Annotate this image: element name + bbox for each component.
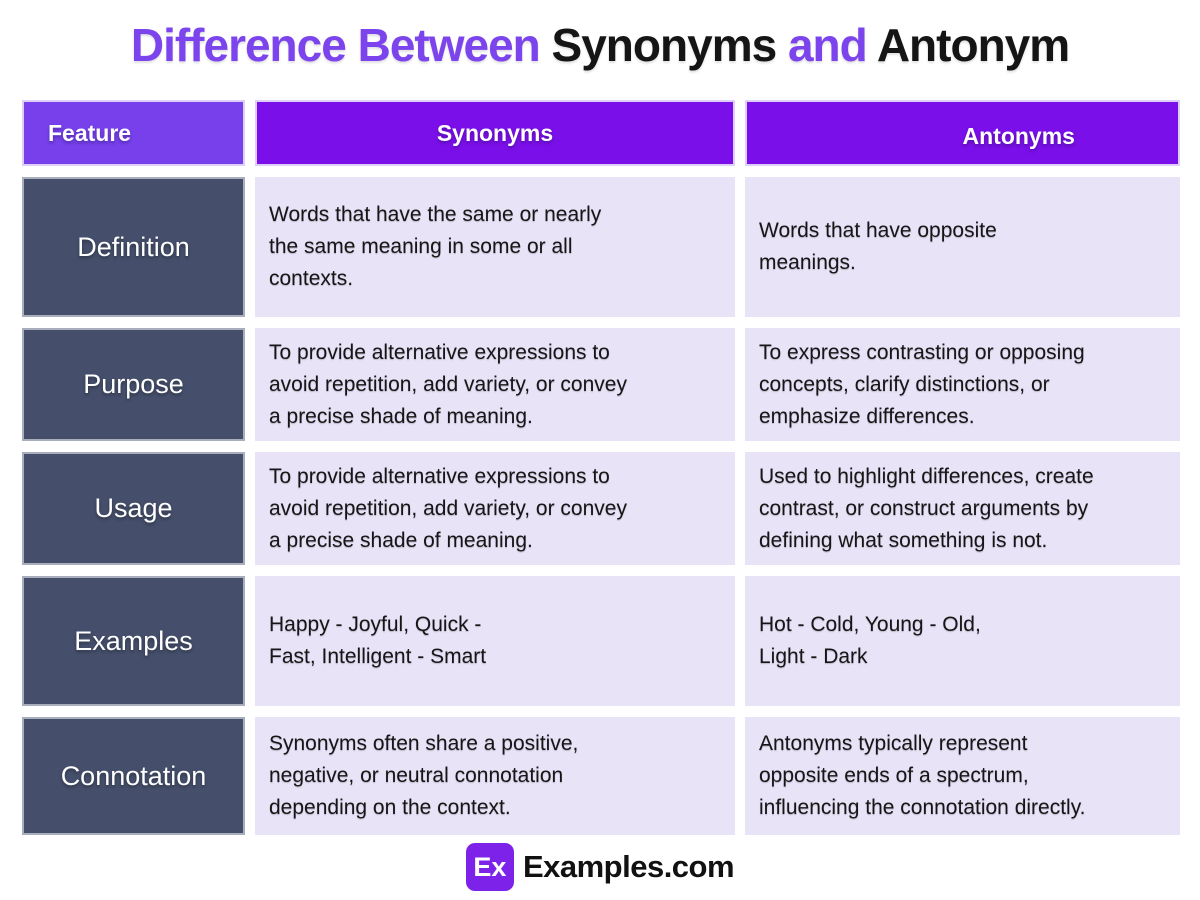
row-definition-antonyms-cell: Words that have opposite meanings. xyxy=(745,177,1180,317)
page-title: Difference Between Synonyms and Antonym xyxy=(0,18,1200,72)
row-examples-label: Examples xyxy=(22,576,245,706)
row-purpose-antonyms-cell: To express contrasting or opposing conce… xyxy=(745,328,1180,441)
title-segment-synonyms: Synonyms xyxy=(551,19,788,71)
row-purpose-label: Purpose xyxy=(22,328,245,441)
site-name: Examples.com xyxy=(522,849,735,884)
header-label-synonyms: Synonyms xyxy=(436,119,554,146)
row-usage-label: Usage xyxy=(22,452,245,565)
row-usage-synonyms-cell: To provide alternative expressions to av… xyxy=(255,452,735,565)
row-examples-antonyms-cell: Hot - Cold, Young - Old, Light - Dark xyxy=(745,576,1180,706)
header-label-antonyms: Antonyms xyxy=(962,123,1075,149)
comparison-table: Feature Synonyms Antonyms Definition Wor… xyxy=(22,100,1180,835)
examples-logo-icon: Ex xyxy=(465,843,514,891)
row-examples-synonyms-cell: Happy - Joyful, Quick - Fast, Intelligen… xyxy=(255,576,735,706)
row-connotation-label: Connotation xyxy=(22,717,245,835)
header-cell-feature: Feature xyxy=(22,100,245,166)
title-segment-difference-between: Difference Between xyxy=(130,19,552,71)
row-definition-synonyms-cell: Words that have the same or nearly the s… xyxy=(255,177,735,317)
row-definition-label: Definition xyxy=(22,177,245,317)
footer-brand: Ex Examples.com xyxy=(0,843,1200,891)
row-connotation-antonyms-cell: Antonyms typically represent opposite en… xyxy=(745,717,1180,835)
title-segment-antonym: Antonym xyxy=(876,19,1070,71)
header-label-feature: Feature xyxy=(48,119,132,146)
header-cell-synonyms: Synonyms xyxy=(255,100,735,166)
title-segment-and: and xyxy=(787,19,877,71)
row-connotation-synonyms-cell: Synonyms often share a positive, negativ… xyxy=(255,717,735,835)
header-cell-antonyms: Antonyms xyxy=(745,100,1180,166)
row-purpose-synonyms-cell: To provide alternative expressions to av… xyxy=(255,328,735,441)
row-usage-antonyms-cell: Used to highlight differences, create co… xyxy=(745,452,1180,565)
